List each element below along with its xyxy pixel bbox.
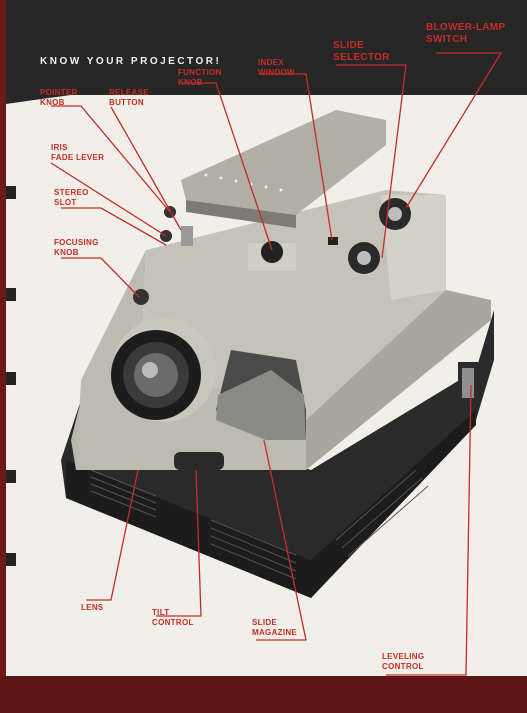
catalog-page: KNOW YOUR PROJECTOR! [6, 0, 527, 713]
callout-blower-lamp-switch: BLOWER-LAMP SWITCH [426, 22, 506, 45]
release-button [181, 226, 193, 246]
housing-side [306, 290, 491, 470]
tilt-control [174, 452, 224, 470]
margin-tab [6, 372, 16, 385]
callout-stereo-slot: STEREO SLOT [54, 188, 89, 207]
header-curve [6, 0, 527, 104]
index-window [328, 237, 338, 245]
slide-magazine [216, 370, 306, 440]
leader-lines [50, 52, 503, 676]
callout-iris-fade-lever: IRIS FADE LEVER [51, 143, 105, 162]
callout-lens: LENS [81, 603, 104, 612]
margin-tab [6, 470, 16, 483]
callout-slide-magazine: SLIDE MAGAZINE [252, 618, 298, 637]
table-surface [0, 676, 527, 713]
callout-slide-selector: SLIDE SELECTOR [333, 40, 390, 63]
callout-tilt-control: TILT CONTROL [152, 608, 194, 627]
page-title: KNOW YOUR PROJECTOR! [40, 56, 222, 67]
margin-tab [6, 288, 16, 301]
margin-tab [6, 553, 16, 566]
margin-tab [6, 186, 16, 199]
top-lid [181, 110, 386, 215]
callout-focusing-knob: FOCUSING KNOB [54, 238, 99, 257]
projector-diagram [50, 52, 503, 676]
focusing-knob [133, 289, 149, 305]
function-knob [261, 241, 283, 263]
vent-grille [90, 469, 429, 580]
callout-index-window: INDEX WINDOW [258, 58, 295, 77]
lid-edge [186, 200, 296, 228]
callout-function-knob: FUNCTION KNOB [178, 68, 222, 87]
callout-leveling-control: LEVELING CONTROL [382, 652, 425, 671]
callout-pointer-knob: POINTER KNOB [40, 88, 78, 107]
callout-release-button: RELEASE BUTTON [109, 88, 149, 107]
